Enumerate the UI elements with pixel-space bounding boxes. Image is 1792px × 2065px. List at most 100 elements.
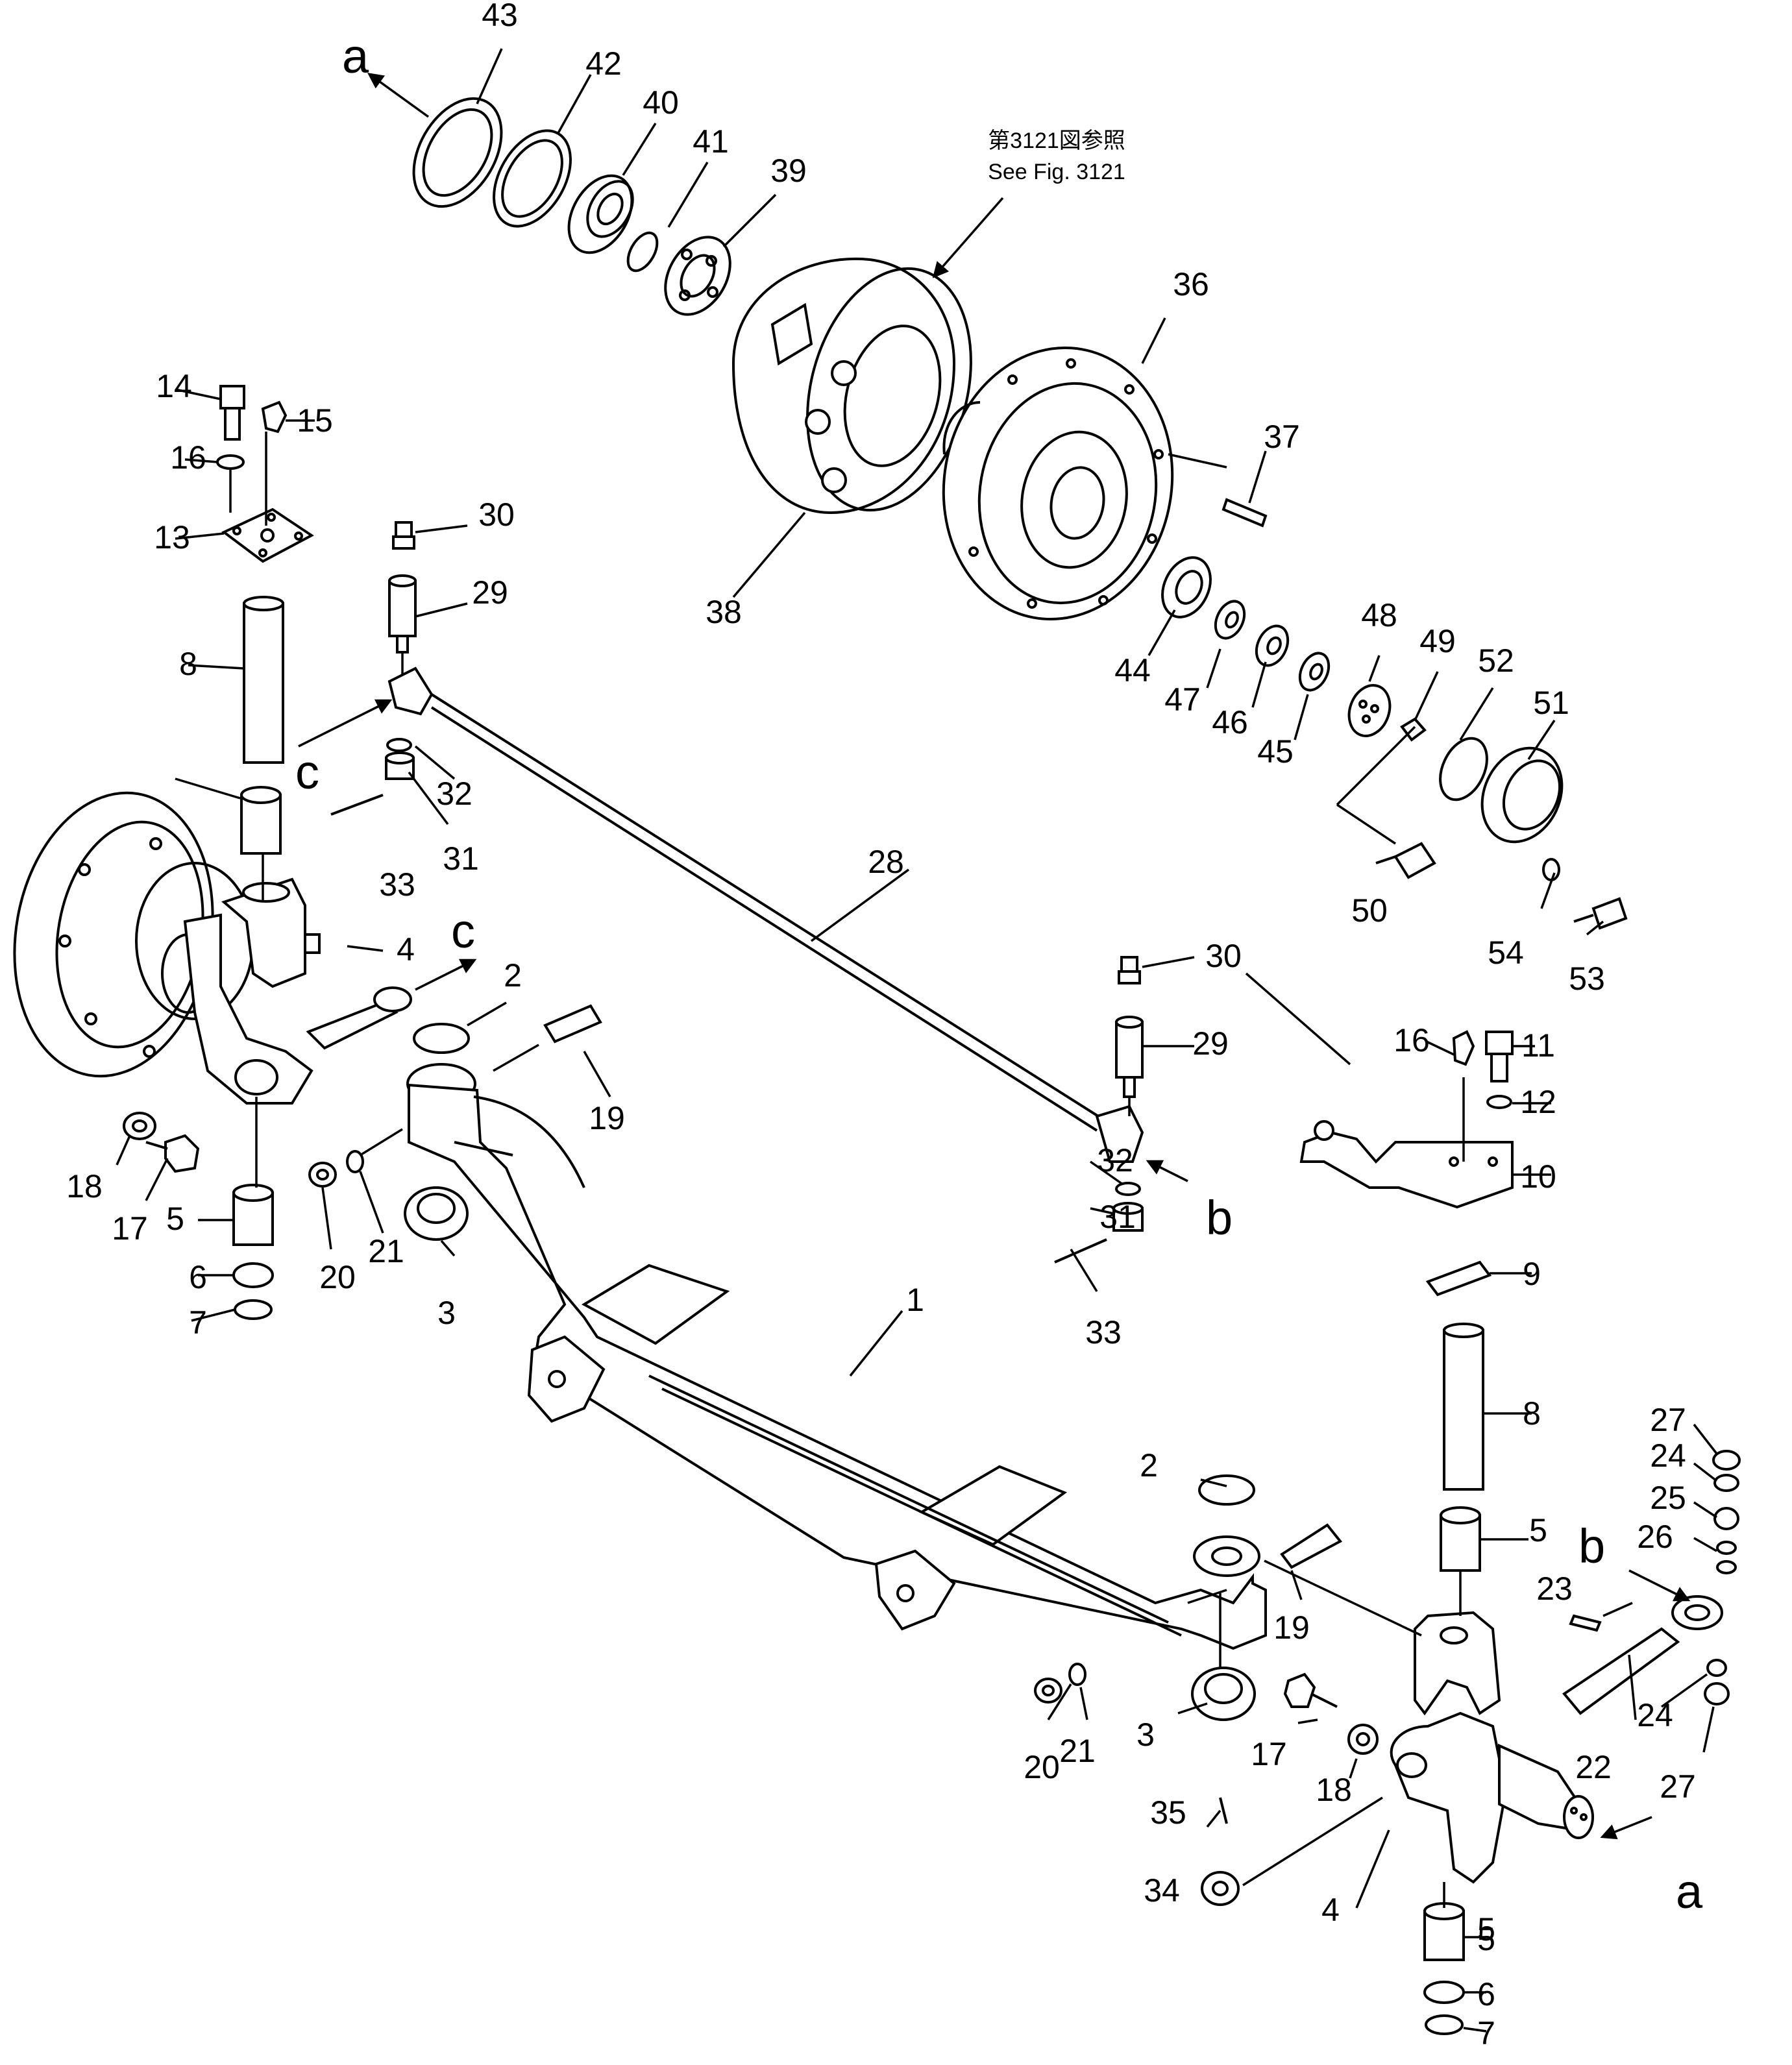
- callout-21: 21: [368, 1233, 404, 1269]
- arrow-b-lower: [1628, 1569, 1691, 1602]
- callout-13: 13: [154, 519, 190, 556]
- callout-9: 9: [1523, 1256, 1541, 1292]
- part-42-bearing-cup: [493, 129, 572, 228]
- callout-3: 3: [1136, 1717, 1155, 1753]
- part-21-washer-right: [1068, 1663, 1086, 1686]
- callout-4: 4: [397, 931, 415, 968]
- callout-49: 49: [1419, 623, 1456, 659]
- part-48-plate: [1347, 684, 1392, 737]
- arrow-b-right: [1146, 1160, 1188, 1182]
- callout-14: 14: [156, 368, 192, 404]
- callout-35: 35: [1150, 1794, 1186, 1831]
- part-41-o-ring: [626, 231, 659, 273]
- callout-42: 42: [585, 45, 622, 82]
- callout-46: 46: [1212, 704, 1248, 740]
- callout-17: 17: [112, 1210, 148, 1247]
- callout-24: 24: [1650, 1437, 1686, 1474]
- part-8-king-pin-right: [1443, 1323, 1484, 1491]
- callout-52: 52: [1478, 642, 1514, 679]
- callout-33: 33: [1085, 1314, 1122, 1350]
- view-letter-b-middle: b: [1206, 1191, 1233, 1245]
- callout-11: 11: [1521, 1027, 1555, 1064]
- view-letter-c-left: c: [295, 745, 319, 799]
- callout-45: 45: [1257, 733, 1294, 770]
- callout-8: 8: [179, 646, 197, 682]
- callout-15: 15: [297, 402, 333, 439]
- callout-20: 20: [319, 1259, 356, 1295]
- callout-32: 32: [436, 776, 473, 812]
- part-23-key: [1569, 1614, 1602, 1632]
- part-3-bearing-right: [1191, 1667, 1256, 1721]
- callout-37: 37: [1264, 419, 1300, 455]
- callout-29: 29: [472, 574, 508, 611]
- callout-41: 41: [693, 123, 729, 160]
- part-50-bolt: [1375, 842, 1436, 879]
- callout-51: 51: [1533, 685, 1569, 721]
- part-28-tie-rod: [430, 693, 1105, 1132]
- callout-17: 17: [1251, 1736, 1287, 1772]
- part-1-axle-beam: [406, 1063, 1267, 1650]
- callout-25: 25: [1650, 1480, 1686, 1516]
- callout-7: 7: [189, 1304, 207, 1341]
- callout-21: 21: [1059, 1733, 1096, 1769]
- leader-lines: [116, 48, 1718, 2033]
- arrow-a-top: [367, 73, 430, 118]
- callout-12: 12: [1520, 1084, 1556, 1120]
- part-45-cage: [1298, 652, 1331, 692]
- part-18-nut-left: [123, 1112, 156, 1140]
- part-10-bracket: [1299, 1120, 1514, 1209]
- callout-5: 5: [1477, 1911, 1495, 1948]
- part-26-washers: [1716, 1541, 1737, 1574]
- callout-16: 16: [170, 439, 206, 476]
- callout-28: 28: [868, 844, 904, 880]
- callout-5: 5: [1477, 1921, 1495, 1957]
- part-18-nut-right: [1347, 1724, 1379, 1755]
- part-5-bushing-left-bottom: [232, 1184, 274, 1246]
- part-17-bolt-right: [1283, 1672, 1338, 1708]
- steering-arm-left: [306, 986, 412, 1050]
- callout-5: 5: [166, 1201, 184, 1237]
- callout-26: 26: [1637, 1519, 1673, 1555]
- part-16-fitting-left: [261, 400, 288, 434]
- part-3-bearing-left: [404, 1186, 469, 1241]
- part-12-washer: [1486, 1095, 1512, 1109]
- part-4-knuckle-left: [183, 877, 321, 1105]
- callout-3: 3: [437, 1295, 456, 1331]
- callout-18: 18: [1316, 1772, 1352, 1808]
- callout-47: 47: [1164, 681, 1201, 718]
- callout-40: 40: [643, 84, 679, 121]
- part-36-wheel-hub: [942, 346, 1174, 621]
- part-2-washer-right: [1198, 1474, 1255, 1506]
- callout-31: 31: [1099, 1199, 1136, 1235]
- callout-50: 50: [1351, 892, 1388, 929]
- part-21-washer-left: [346, 1150, 364, 1173]
- part-39-bearing: [664, 236, 731, 316]
- part-19-pin-left: [543, 1004, 602, 1044]
- view-arrows: [298, 73, 1691, 1602]
- callout-54: 54: [1488, 935, 1524, 971]
- part-47-cage: [1214, 600, 1246, 640]
- callout-31: 31: [443, 840, 479, 877]
- part-2-washer-left: [413, 1023, 470, 1054]
- callout-29: 29: [1192, 1025, 1229, 1062]
- part-43-seal: [412, 97, 503, 208]
- part-14-bolt: [219, 385, 245, 441]
- part-17-bolt-left: [145, 1134, 200, 1173]
- callout-5: 5: [1529, 1512, 1547, 1548]
- part-30-fitting-right: [1118, 956, 1141, 984]
- part-20-nut-left: [308, 1162, 337, 1188]
- part-11-bolt: [1485, 1031, 1514, 1082]
- part-4-knuckle-right: [1390, 1611, 1594, 1884]
- callout-27: 27: [1660, 1768, 1696, 1805]
- part-24-nut-top: [1713, 1474, 1739, 1492]
- part-27-washer-lower: [1704, 1682, 1730, 1705]
- callout-23: 23: [1536, 1570, 1573, 1607]
- callout-44: 44: [1114, 652, 1151, 689]
- callout-33: 33: [379, 866, 415, 903]
- part-29-pin-right: [1115, 1016, 1144, 1098]
- part-53-bolt: [1573, 897, 1628, 930]
- part-38-hub-assembly: [731, 257, 972, 515]
- callout-labels: 1223344555566778891011121314151616171718…: [66, 0, 1696, 2051]
- callout-24: 24: [1637, 1697, 1673, 1733]
- part-drawings: [13, 97, 1741, 2035]
